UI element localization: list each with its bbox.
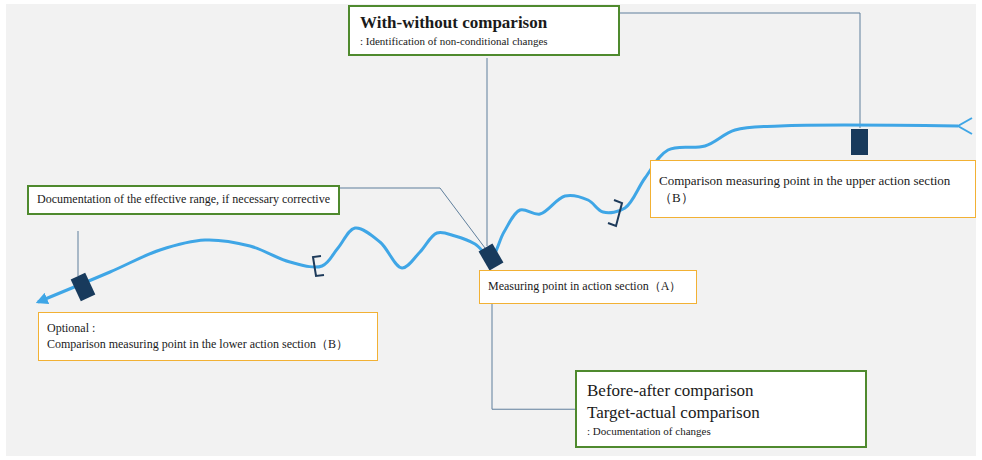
node-text: : Documentation of changes <box>587 424 855 438</box>
section-bracket <box>608 200 622 226</box>
node-title: Documentation of the effective range, if… <box>37 192 330 208</box>
measuring-point-label: Measuring point in action section（A） <box>479 270 697 304</box>
note-box: Documentation of the effective range, if… <box>27 185 340 215</box>
node-text: Comparison measuring point in the lower … <box>47 337 369 353</box>
node-title: Measuring point in action section（A） <box>488 279 688 295</box>
measuring-point-label: Optional :Comparison measuring point in … <box>38 312 378 361</box>
measuring-point <box>479 243 504 270</box>
measuring-point <box>71 273 96 302</box>
leader-connector <box>492 304 575 410</box>
leader-line <box>487 58 488 246</box>
leader-line <box>78 231 79 276</box>
node-title: With-without comparison <box>360 12 608 34</box>
comparison-box: With-without comparison: Identification … <box>348 5 620 56</box>
measuring-point-label: Comparison measuring point in the upper … <box>650 160 976 218</box>
leader-line <box>619 13 860 128</box>
node-text: Target-actual comparison <box>587 402 855 424</box>
node-text: : Identification of non-conditional chan… <box>360 34 608 48</box>
river-source <box>958 118 972 134</box>
node-title: Optional : <box>47 321 369 337</box>
node-title: Before-after comparison <box>587 380 855 402</box>
measuring-point <box>851 129 868 155</box>
section-bracket <box>313 256 324 276</box>
node-title: Comparison measuring point in the upper … <box>659 173 967 207</box>
comparison-box: Before-after comparisonTarget-actual com… <box>575 370 867 448</box>
